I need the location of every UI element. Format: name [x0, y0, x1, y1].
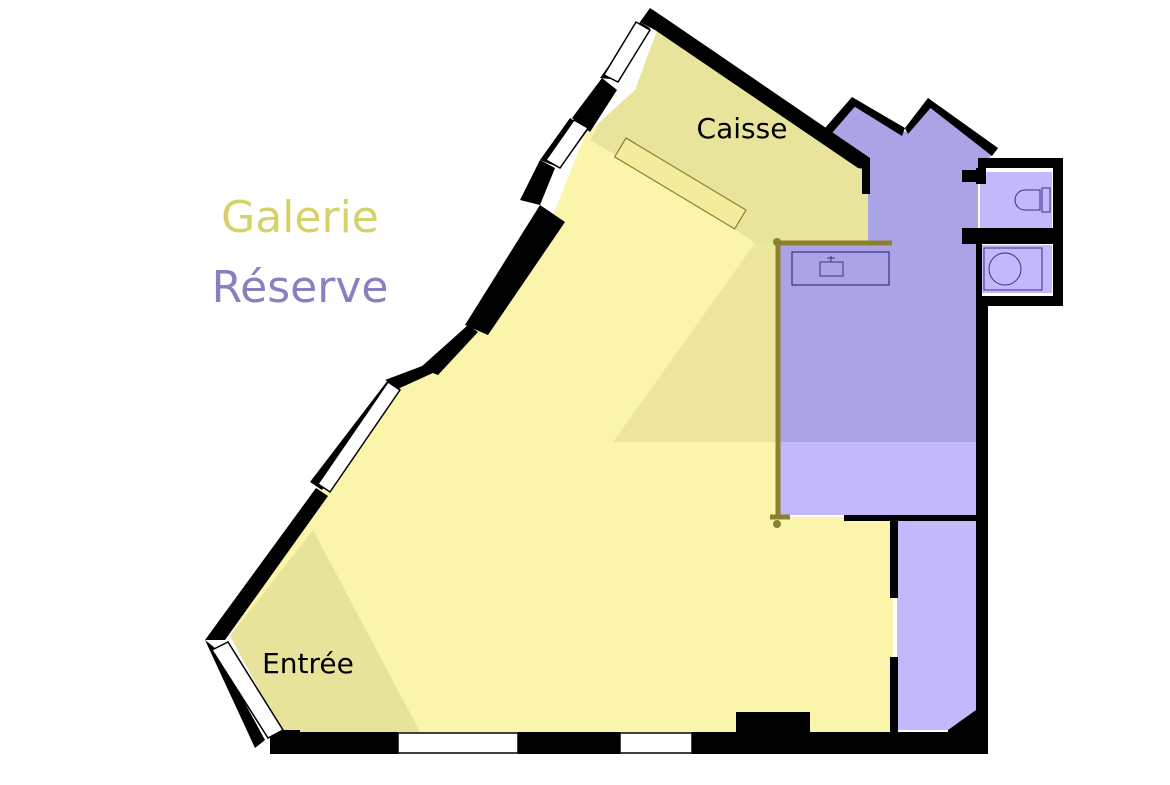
- toilet-icon: [1014, 187, 1051, 213]
- window-entrance: [210, 641, 285, 739]
- window-left-middle: [316, 380, 402, 494]
- partition-node-top: [773, 238, 781, 246]
- sink-counter: [791, 251, 890, 286]
- window-left-upper: [544, 119, 590, 169]
- corridor-area: [897, 520, 976, 730]
- window-bottom-right: [619, 732, 693, 754]
- washing-machine-icon: [983, 247, 1043, 291]
- room-label-caisse: Caisse: [697, 112, 788, 145]
- windows: [210, 20, 693, 754]
- legend-reserve: Réserve: [212, 262, 389, 313]
- partition-node-bottom: [773, 520, 781, 528]
- room-label-entree: Entrée: [262, 647, 354, 680]
- wc-room: [980, 172, 1052, 228]
- galerie-shade-zone: [613, 243, 778, 442]
- window-bottom-left: [397, 732, 519, 754]
- counter-desk: [613, 137, 747, 230]
- window-top-left: [602, 20, 652, 83]
- legend-galerie: Galerie: [221, 192, 379, 243]
- entree-zone: [230, 530, 420, 732]
- laundry-room: [980, 245, 1052, 293]
- reserve-shade-top: [830, 100, 997, 243]
- caisse-zone: [590, 28, 868, 243]
- partition: [770, 240, 892, 520]
